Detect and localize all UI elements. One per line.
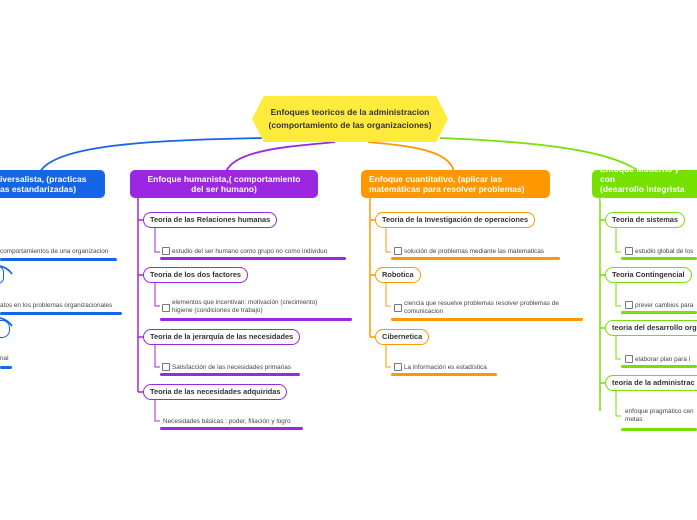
moderno-topic-contingencial[interactable]: Teoria Contingencial <box>605 267 692 283</box>
cuantitativo-note-robotica-line-1: ciencia que resuelve problemas resolver … <box>404 300 559 307</box>
humanista-note-relaciones-humanas: estudio del ser humano como grupo no com… <box>172 248 328 255</box>
humanista-underline-3 <box>160 373 300 376</box>
branch-cuantitativo-line-1: Enfoque cuantitativo, (aplicar las <box>369 174 503 184</box>
universalista-note-1: comportamientos de una organizacion <box>0 248 109 255</box>
branch-moderno-line-2: (desarrollo integrista c <box>600 184 685 204</box>
link-root-moderno <box>439 137 641 173</box>
humanista-note-dos-factores-line-2: higiene (condiciones de trabajo) <box>172 307 263 314</box>
humanista-topic-dos-factores[interactable]: Teoria de los dos factores <box>143 267 249 283</box>
universalista-note-2: atos en los problemas organizacionales <box>0 302 113 309</box>
universalista-note-3: nal <box>0 355 9 362</box>
moderno-topic-administracion[interactable]: teoria de la administrac <box>605 375 697 391</box>
cuantitativo-topic-robotica[interactable]: Robotica <box>375 267 421 283</box>
cuantitativo-topic-cibernetica[interactable]: Cibernetica <box>375 329 430 345</box>
cuantitativo-note-robotica: ciencia que resuelve problemas resolver … <box>404 300 559 316</box>
checkbox-icon[interactable] <box>162 304 170 312</box>
universalista-underline-2 <box>0 312 122 315</box>
humanista-note-dos-factores-line-1: elementos que incentivan: motivación (cr… <box>172 299 318 306</box>
link-root-universalista <box>39 137 263 173</box>
moderno-note-administracion-line-1: enfoque pragmático cen <box>625 408 694 415</box>
cuantitativo-note-investigacion-operaciones: solución de problemas mediante las matem… <box>404 248 544 255</box>
branch-universalista-line-2: as estandarizadas) <box>0 184 77 194</box>
humanista-note-necesidades-adquiridas: Necesidades básicas : poder, filiación y… <box>163 418 291 425</box>
link-moderno-notes <box>615 228 621 417</box>
branch-universalista-line-1: iversalista, (practicas <box>0 174 87 184</box>
moderno-note-administracion: enfoque pragmático cen metas <box>625 408 694 424</box>
branch-humanista[interactable]: Enfoque humanista,( comportamiento del s… <box>130 170 318 198</box>
branch-universalista[interactable]: iversalista, (practicas as estandarizada… <box>0 170 105 198</box>
cuantitativo-topic-investigacion-operaciones[interactable]: Teoria de la Investigación de operacione… <box>375 212 536 228</box>
humanista-topic-jerarquia-necesidades[interactable]: Teoria de la jerarquía de las necesidade… <box>143 329 301 345</box>
link-moderno-topics <box>600 219 606 384</box>
checkbox-icon[interactable] <box>162 363 170 371</box>
humanista-underline-4 <box>160 427 303 430</box>
checkbox-icon[interactable] <box>625 355 633 363</box>
checkbox-icon[interactable] <box>625 247 633 255</box>
checkbox-icon[interactable] <box>394 247 402 255</box>
cuantitativo-note-robotica-line-2: comunicacion <box>404 308 444 315</box>
moderno-topic-desarrollo-organizacional[interactable]: teoria del desarrollo org <box>605 320 697 336</box>
branch-humanista-line-1: Enfoque humanista,( comportamiento <box>147 174 301 184</box>
moderno-underline-2 <box>621 311 697 314</box>
branch-moderno[interactable]: Enfoque Moderno y con (desarrollo integr… <box>592 164 697 204</box>
cuantitativo-underline-3 <box>391 373 497 376</box>
moderno-underline-4 <box>621 428 697 431</box>
checkbox-icon[interactable] <box>394 363 402 371</box>
moderno-note-sistemas: estudio global de los <box>635 248 694 255</box>
humanista-note-dos-factores: elementos que incentivan: motivación (cr… <box>172 299 317 315</box>
cuantitativo-underline-1 <box>391 257 560 260</box>
cuantitativo-note-cibernetica: La información es estadística <box>404 364 487 371</box>
humanista-topic-necesidades-adquiridas[interactable]: Teoria de las necesidades adquiridas <box>143 384 288 400</box>
humanista-underline-1 <box>160 257 346 260</box>
moderno-note-administracion-line-2: metas <box>625 416 643 423</box>
link-root-cuantitativo <box>367 141 455 173</box>
link-humanista-notes <box>154 228 160 422</box>
moderno-note-contingencial: prever cambios para <box>635 302 694 309</box>
branch-cuantitativo-line-2: matemáticas para resolver problemas) <box>369 184 525 194</box>
checkbox-icon[interactable] <box>625 301 633 309</box>
branch-humanista-line-2: del ser humano) <box>191 184 257 194</box>
moderno-underline-3 <box>621 365 697 368</box>
checkbox-icon[interactable] <box>162 247 170 255</box>
universalista-underline-3 <box>0 366 12 369</box>
branch-cuantitativo[interactable]: Enfoque cuantitativo, (aplicar las matem… <box>361 170 550 198</box>
moderno-note-desarrollo-organizacional: elaborar plan para l <box>635 356 691 363</box>
link-root-humanista <box>225 141 336 173</box>
root-title-line-1: Enfoques teoricos de la administracion <box>270 107 430 117</box>
humanista-note-jerarquia-necesidades: Satisfacción de las necesidades primaria… <box>172 364 291 371</box>
universalista-underline-1 <box>0 258 117 261</box>
humanista-underline-2 <box>160 318 352 321</box>
link-cuantitativo-notes <box>385 228 391 368</box>
checkbox-icon[interactable] <box>394 304 402 312</box>
root-title-line-2: (comportamiento de las organizaciones) <box>268 120 432 130</box>
root-topic[interactable]: Enfoques teoricos de la administracion (… <box>252 96 448 142</box>
cuantitativo-underline-2 <box>391 318 583 321</box>
moderno-underline-1 <box>621 257 697 260</box>
link-humanista-topics <box>138 219 144 393</box>
humanista-topic-relaciones-humanas[interactable]: Teoria de las Relaciones humanas <box>143 212 278 228</box>
moderno-topic-sistemas[interactable]: Teoria de sistemas <box>605 212 685 228</box>
branch-moderno-line-1: Enfoque Moderno y con <box>600 164 680 184</box>
